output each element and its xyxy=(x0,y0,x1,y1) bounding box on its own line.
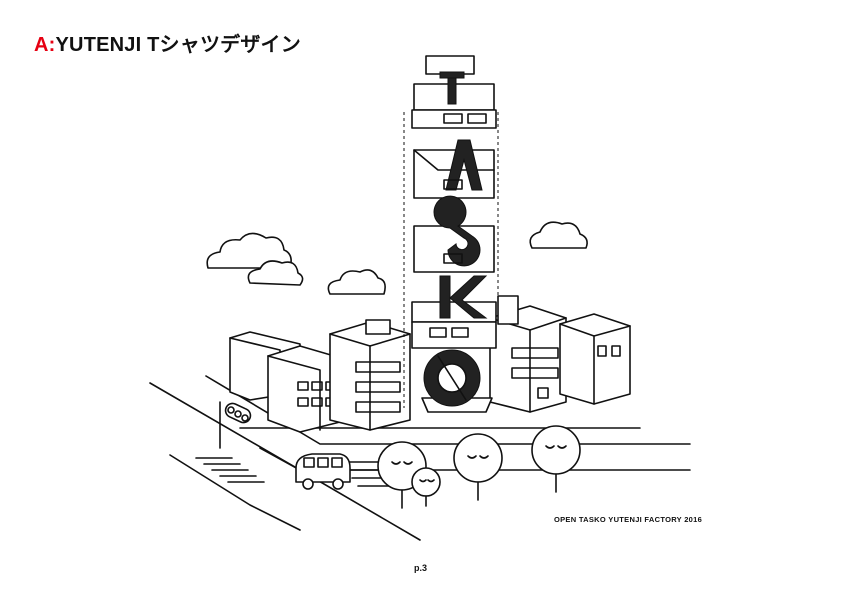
cloud-right xyxy=(529,221,588,249)
building-center-left xyxy=(329,319,411,431)
cloud-middle xyxy=(327,269,386,295)
van xyxy=(295,453,351,490)
traffic-light xyxy=(219,401,252,449)
page-title: A:YUTENJI Tシャツデザイン xyxy=(34,28,301,57)
building-far-right xyxy=(559,313,631,405)
title-prefix: A: xyxy=(34,34,56,56)
tree-4 xyxy=(531,425,581,493)
title-text: YUTENJI Tシャツデザイン xyxy=(55,34,301,56)
building-left xyxy=(267,345,349,433)
letter-tower xyxy=(403,55,499,413)
tree-3 xyxy=(453,433,503,501)
page-number: p.3 xyxy=(413,563,427,573)
tree-2 xyxy=(411,467,441,507)
footer-credit: OPEN TASKO YUTENJI FACTORY 2016 xyxy=(554,515,703,524)
cloud-left-lower xyxy=(247,260,304,286)
building-right xyxy=(489,295,567,413)
cloud-left xyxy=(206,232,292,269)
